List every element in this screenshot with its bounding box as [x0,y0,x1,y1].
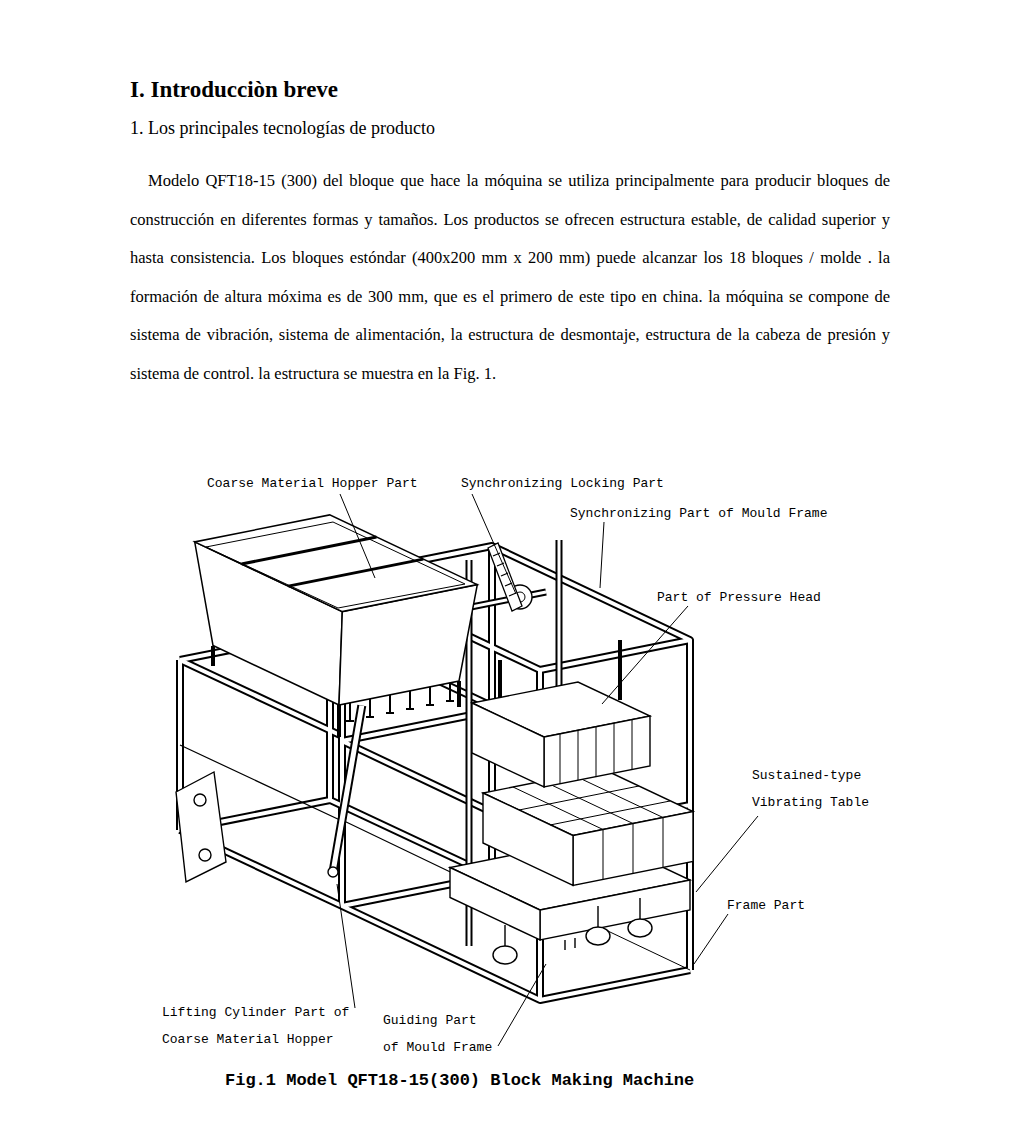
coarse-material-hopper [195,515,478,737]
figure-caption: Fig.1 Model QFT18-15(300) Block Making M… [225,1069,694,1093]
leader-line [696,816,758,892]
body-paragraph: Modelo QFT18-15 (300) del bloque que hac… [130,162,890,394]
part-label: Coarse Material Hopper Part [207,470,418,497]
vibration-motor [586,927,610,945]
head-side [472,703,544,787]
feeder-teeth [350,683,450,721]
hopper-inner-rim [206,522,465,608]
table-side [450,868,540,941]
lever-pin [199,849,211,861]
mould-frame [483,769,693,886]
motor-shaft [505,898,640,950]
mould-side [483,793,573,886]
sync-rack [488,543,522,611]
cylinder-pin [328,867,338,877]
leader-lines [337,494,758,1046]
part-label: Lifting Cylinder Part of Coarse Material… [162,999,358,1053]
lever-pin [194,794,206,806]
head-front [544,716,650,787]
vibration-motor [628,919,652,937]
hopper-rib [242,537,424,586]
leader-line [498,964,546,1046]
page-title: I. Introducciòn breve [130,76,338,104]
rack-teeth [493,553,516,596]
part-label: Synchronizing Part of Mould Frame [570,500,827,527]
rack-bar [488,543,522,611]
vibration-motor [493,946,517,964]
pressure-head [472,640,650,787]
hopper-rim [195,515,478,612]
feeder-teeth [346,701,454,721]
leader-line [600,522,604,588]
section-heading: 1. Los principales tecnologías de produc… [130,116,435,140]
leader-line [472,494,516,594]
part-label: Frame Part [727,892,805,919]
lifting-cylinder [328,706,362,877]
hopper-lever [176,772,226,882]
part-label: Synchronizing Locking Part [461,470,664,497]
part-label: Guiding Part of Mould Frame [383,1007,497,1061]
leader-line [602,606,688,704]
leader-line [340,494,375,578]
mould-grid [513,775,670,880]
table-front [540,880,690,940]
lever-plate [176,772,226,882]
leader-line [694,914,728,964]
part-label: Part of Pressure Head [657,584,821,611]
head-plates [560,720,632,784]
part-label: Sustained-type Vibrating Table [752,762,878,816]
leader-line [337,884,355,1008]
